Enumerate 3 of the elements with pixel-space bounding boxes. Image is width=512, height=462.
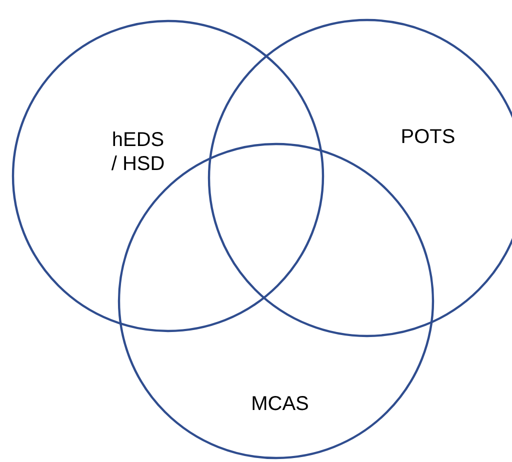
set-label: hEDS / HSD [110,128,166,176]
set-label: POTS [400,125,456,149]
set-label: MCAS [250,392,310,416]
